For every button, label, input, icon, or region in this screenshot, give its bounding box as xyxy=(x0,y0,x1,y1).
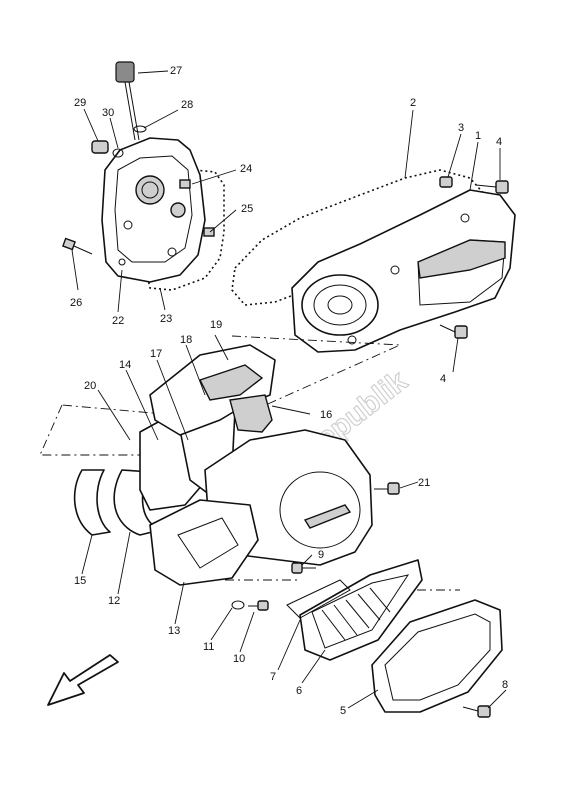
callout-8: 8 xyxy=(502,679,508,691)
callout-26: 26 xyxy=(70,297,82,309)
callout-15: 15 xyxy=(74,575,86,587)
gasket-7 xyxy=(286,579,351,619)
callout-7: 7 xyxy=(270,671,276,683)
drain-plug-29 xyxy=(91,140,109,154)
bolt-9 xyxy=(291,562,303,574)
callout-6: 6 xyxy=(296,685,302,697)
bolt-4-bottom xyxy=(454,325,468,339)
callout-14: 14 xyxy=(119,359,131,371)
callout-4-bottom: 4 xyxy=(440,373,446,385)
callout-10: 10 xyxy=(233,653,245,665)
plate-16 xyxy=(229,394,273,433)
leader-lines xyxy=(71,70,507,709)
callout-numbers: 27 28 29 30 24 25 26 22 23 2 3 1 4 4 19 … xyxy=(70,65,508,717)
screw-8 xyxy=(477,705,491,718)
filter-frame-13 xyxy=(149,499,259,586)
crankcase-cover-left xyxy=(62,61,225,291)
bolt-21 xyxy=(387,482,400,495)
callout-23: 23 xyxy=(160,313,172,325)
filter-cover-5 xyxy=(371,599,503,713)
callout-30: 30 xyxy=(102,107,114,119)
o-ring-28 xyxy=(133,125,147,133)
callout-19: 19 xyxy=(210,319,222,331)
bolt-26 xyxy=(62,237,76,251)
dipstick-cap-27 xyxy=(115,61,135,83)
front-direction-arrow-icon xyxy=(47,654,119,706)
callout-12: 12 xyxy=(108,595,120,607)
callout-20: 20 xyxy=(84,380,96,392)
washer-30 xyxy=(112,148,124,158)
callout-25: 25 xyxy=(241,203,253,215)
callout-18: 18 xyxy=(180,334,192,346)
callout-17: 17 xyxy=(150,348,162,360)
callout-24: 24 xyxy=(240,163,252,175)
crankcase-cover-right xyxy=(231,169,516,353)
callout-3: 3 xyxy=(458,122,464,134)
seal-15 xyxy=(73,469,111,536)
cover-body-22 xyxy=(101,137,206,283)
callout-22: 22 xyxy=(112,315,124,327)
callout-21: 21 xyxy=(418,477,430,489)
callout-5: 5 xyxy=(340,705,346,717)
callout-4-top: 4 xyxy=(496,136,502,148)
callout-29: 29 xyxy=(74,97,86,109)
callout-13: 13 xyxy=(168,625,180,637)
air-filter-assembly xyxy=(286,559,503,718)
dowel-24 xyxy=(179,179,191,189)
washer-11 xyxy=(231,600,245,610)
filter-element-6 xyxy=(299,559,423,661)
bolt-4-top xyxy=(495,180,509,194)
callout-16: 16 xyxy=(320,409,332,421)
dowel-25 xyxy=(203,227,215,237)
callout-2: 2 xyxy=(410,97,416,109)
callout-1: 1 xyxy=(475,130,481,142)
callout-27: 27 xyxy=(170,65,182,77)
bolt-10 xyxy=(257,600,269,611)
dowel-3 xyxy=(439,176,453,188)
air-duct-assembly xyxy=(73,344,400,611)
callout-11: 11 xyxy=(203,641,214,653)
callout-28: 28 xyxy=(181,99,193,111)
callout-9: 9 xyxy=(318,549,324,561)
